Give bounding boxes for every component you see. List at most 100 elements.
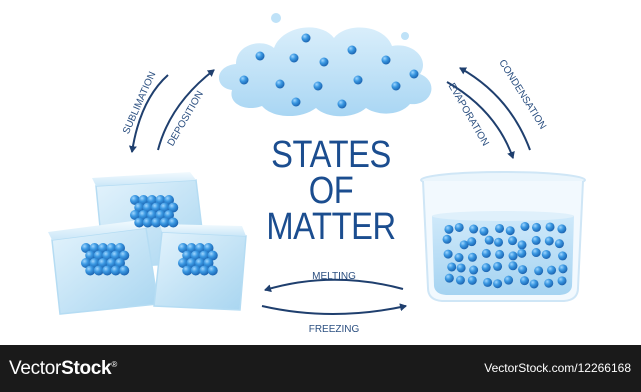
liquid-particle (467, 275, 477, 285)
solid-particle (98, 258, 108, 268)
gas-particle (313, 81, 323, 91)
melting-label: MELTING (312, 271, 356, 282)
solid-particle (155, 210, 166, 220)
brand-bold: Stock (61, 358, 112, 379)
liquid-particle (442, 234, 452, 244)
solid-particle (182, 250, 193, 261)
solid-particle (110, 250, 121, 261)
solid-particle (207, 265, 218, 276)
condensation-label: CONDENSATION (496, 58, 548, 132)
solid-particle (81, 243, 91, 253)
liquid-particle (558, 264, 568, 274)
solid-particle (182, 265, 193, 276)
solid-particle (159, 217, 170, 228)
liquid-particle (517, 240, 527, 250)
solid-particle (151, 217, 162, 228)
image-url: VectorStock.com/12266168 (484, 361, 631, 375)
evaporation-label: EVAPORATION (446, 81, 491, 148)
solid-particle (142, 202, 153, 213)
liquid-particle (508, 261, 518, 271)
gas-particle (239, 75, 249, 85)
liquid-particle (531, 248, 541, 258)
solid-particle (147, 195, 157, 205)
freezing-label: FREEZING (309, 324, 360, 335)
liquid-particle (467, 237, 477, 247)
liquid-particle (517, 248, 527, 258)
melting-arrow (264, 278, 404, 293)
liquid-particle (558, 251, 568, 261)
footer-bar: VectorStock® VectorStock.com/12266168 (0, 345, 641, 392)
gas-particle (381, 55, 391, 65)
solid-particle (119, 250, 130, 261)
solid-particle (190, 250, 201, 261)
solid-particle (93, 250, 104, 261)
solid-particle (85, 265, 96, 276)
solid-particle (138, 210, 149, 220)
gas-particle (255, 51, 265, 61)
liquid-particle (557, 276, 567, 286)
solid-particle (164, 195, 174, 205)
solid-particle (93, 265, 104, 276)
liquid-particle (456, 263, 466, 273)
liquid-particle (554, 239, 564, 249)
liquid-particle (495, 223, 505, 233)
liquid-particle (444, 273, 454, 283)
liquid-particle (469, 224, 479, 234)
sublimation-label: SUBLIMATION (121, 70, 158, 136)
liquid-particle (443, 249, 453, 259)
states-of-matter-diagram: SUBLIMATION DEPOSITION CONDENSATION EVAP… (48, 13, 586, 335)
solid-particle (81, 258, 91, 268)
liquid-particle (529, 279, 539, 289)
gas-particle (289, 53, 299, 63)
registered-mark: ® (111, 360, 117, 369)
solid-particle (89, 243, 100, 253)
gas-particle (353, 75, 363, 85)
liquid-particle (518, 265, 528, 275)
gas-particle (319, 57, 329, 67)
liquid-particle (508, 251, 518, 261)
solid-particle (164, 210, 174, 220)
solid-particle (178, 258, 188, 268)
gas-particle (275, 79, 285, 89)
solid-particle (199, 250, 210, 261)
liquid-particle (494, 237, 504, 247)
deposition-arrow (157, 69, 215, 151)
liquid-particle (467, 252, 477, 262)
cloud-shape (218, 27, 432, 117)
solid-particle (110, 265, 121, 276)
liquid-particle (481, 263, 491, 273)
solid-particle (207, 250, 218, 261)
liquid-particle (455, 275, 465, 285)
solid-particle (119, 265, 130, 276)
solid-particle (106, 258, 117, 268)
gas-particle (391, 81, 401, 91)
solid-particle (199, 265, 210, 276)
solid-particle (203, 243, 214, 253)
solid-particle (195, 243, 205, 253)
liquid-particle (479, 226, 489, 236)
solid-particle (178, 243, 188, 253)
liquid-particle (557, 224, 567, 234)
liquid-particle (505, 226, 515, 236)
liquid-particle (545, 222, 555, 232)
liquid-particle (504, 275, 514, 285)
solid-particle (186, 243, 197, 253)
freezing-arrow (261, 303, 407, 315)
liquid-particle (508, 236, 518, 246)
liquid-particle (447, 262, 457, 272)
solid-particle (151, 202, 162, 213)
sublimation-arrow (128, 74, 169, 153)
liquid-particle (547, 265, 557, 275)
solid-particle (142, 217, 153, 228)
solid-particle (102, 250, 113, 261)
liquid-particle (459, 240, 469, 250)
title-line-3: MATTER (266, 206, 396, 248)
gas-particle (337, 99, 347, 109)
title-line-2: OF (308, 170, 354, 212)
liquid-particle (444, 224, 454, 234)
solid-particle (102, 265, 113, 276)
liquid-particle (454, 222, 464, 232)
liquid-particle (483, 277, 493, 287)
solid-particle (159, 202, 170, 213)
gas-particle (347, 45, 357, 55)
